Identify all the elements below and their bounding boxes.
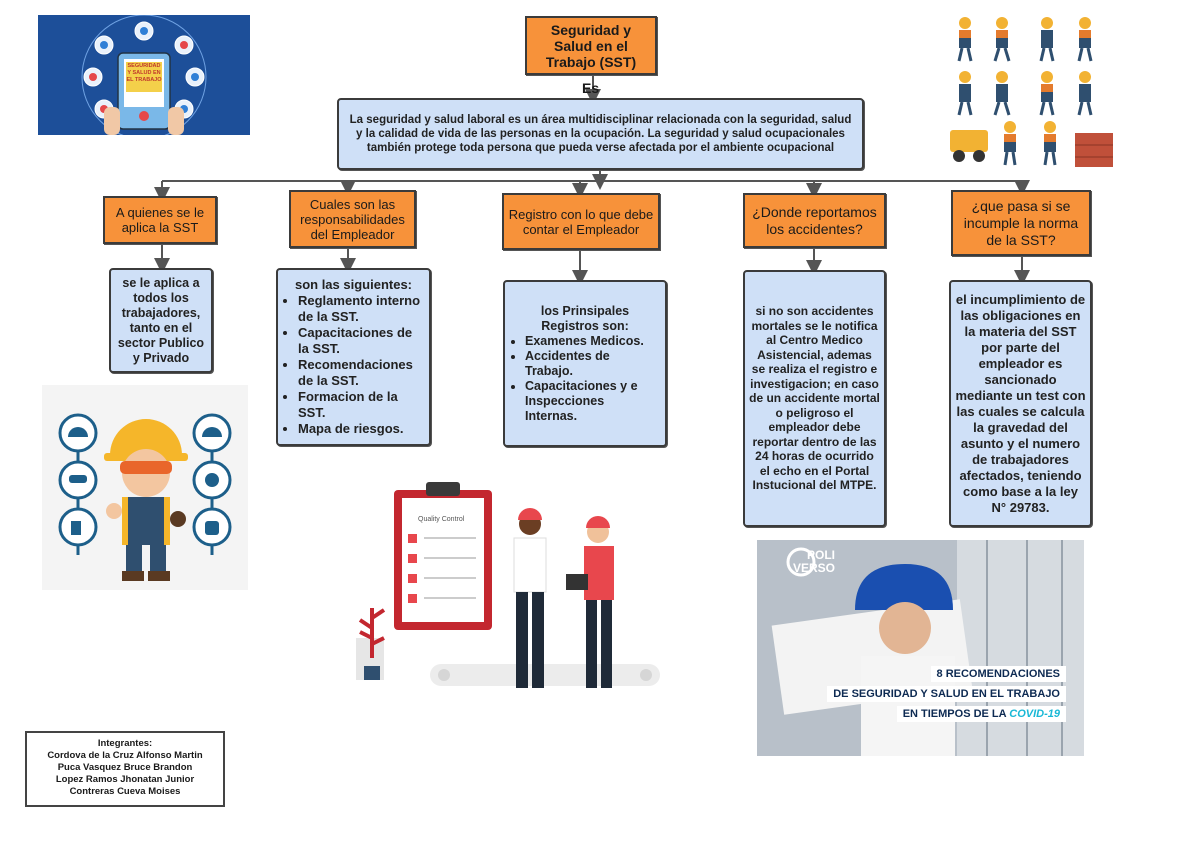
answer-box-5: el incumplimiento de las obligaciones en… <box>949 280 1092 527</box>
question-box-1: A quienes se le aplica la SST <box>103 196 217 244</box>
poliverso-line-1: 8 RECOMENDACIONES <box>930 666 1066 682</box>
poliverso-banner: POLI VERSO 8 RECOMENDACIONES DE SEGURIDA… <box>757 540 1084 756</box>
safety-tablet-illustration: SEGURIDAD Y SALUD EN EL TRABAJO <box>38 15 250 135</box>
definition-text: La seguridad y salud laboral es un área … <box>349 114 852 154</box>
team-box: Integrantes: Cordova de la Cruz Alfonso … <box>25 731 225 807</box>
answer-box-4: si no son accidentes mortales se le noti… <box>743 270 886 527</box>
title-text: Seguridad y Salud en el Trabajo (SST) <box>545 21 637 70</box>
answer-box-1: se le aplica a todos los trabajadores, t… <box>109 268 213 373</box>
poliverso-line-2: DE SEGURIDAD Y SALUD EN EL TRABAJO <box>827 686 1066 702</box>
team-heading: Integrantes: <box>97 738 153 749</box>
title-box: Seguridad y Salud en el Trabajo (SST) <box>525 16 657 75</box>
question-box-4: ¿Donde reportamos los accidentes? <box>743 193 886 248</box>
connector-label: Es <box>582 80 600 96</box>
question-box-3: Registro con lo que debe contar el Emple… <box>502 193 660 250</box>
team-member: Cordova de la Cruz Alfonso Martin <box>47 750 203 761</box>
quality-control-label: Quality Control <box>418 516 465 523</box>
covid-highlight: COVID-19 <box>1009 708 1060 720</box>
answer-list-2: Reglamento interno de la SST. Capacitaci… <box>284 293 423 437</box>
question-box-5: ¿que pasa si se incumple la norma de la … <box>951 190 1091 256</box>
team-member: Contreras Cueva Moises <box>69 786 181 797</box>
answer-box-2: son las siguientes: Reglamento interno d… <box>276 268 431 446</box>
poliverso-line-3: EN TIEMPOS DE LA COVID-19 <box>896 706 1066 722</box>
team-member: Lopez Ramos Jhonatan Junior <box>55 774 195 785</box>
answer-box-3: los Prinsipales Registros son: Examenes … <box>503 280 667 447</box>
poliverso-logo-text: POLI VERSO <box>792 548 835 575</box>
workers-illustration <box>950 17 1113 167</box>
definition-box: La seguridad y salud laboral es un área … <box>337 98 864 170</box>
ppe-worker-illustration <box>42 385 248 590</box>
team-member: Puca Vasquez Bruce Brandon <box>57 762 193 773</box>
tablet-sign-text: SEGURIDAD Y SALUD EN EL TRABAJO <box>126 63 162 83</box>
question-box-2: Cuales son las responsabilidades del Emp… <box>289 190 416 248</box>
quality-control-illustration: Quality Control <box>312 468 682 700</box>
answer-list-3: Examenes Medicos. Accidentes de Trabajo.… <box>511 334 659 424</box>
